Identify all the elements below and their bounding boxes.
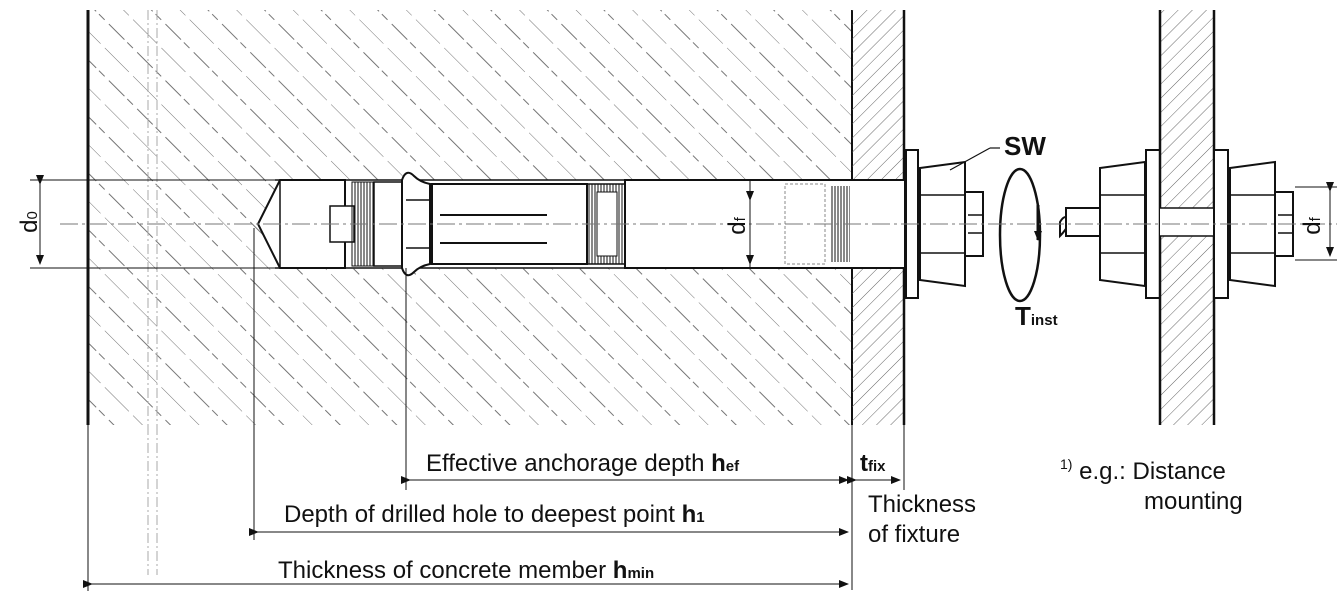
df-right-label: df — [1299, 217, 1326, 235]
sw-leader — [949, 147, 991, 171]
df-right-dimension — [1295, 182, 1337, 261]
distance-mounting — [1059, 10, 1294, 425]
df-label: df — [724, 217, 751, 235]
sw-label: SW — [1004, 131, 1046, 161]
h1-dimension — [249, 228, 849, 540]
hmin-dimension — [83, 425, 849, 591]
torque-arrow-icon — [998, 167, 1042, 303]
d0-dimension — [30, 175, 275, 269]
h1-label: Depth of drilled hole to deepest point h… — [284, 501, 705, 528]
distance-mounting-note: 1) e.g.: Distance mounting — [1060, 456, 1243, 515]
hef-label: Effective anchorage depth hef — [426, 450, 740, 477]
fixture-thickness-label: Thickness of fixture — [868, 491, 977, 548]
t-inst-label: Tinst — [1015, 301, 1058, 331]
hmin-label: Thickness of concrete member hmin — [278, 557, 655, 584]
d0-label: d0 — [16, 211, 43, 233]
fixture-plate — [852, 10, 906, 425]
tfix-dimension — [847, 425, 905, 590]
tfix-label: tfix — [860, 450, 886, 477]
hef-dimension — [401, 268, 849, 490]
